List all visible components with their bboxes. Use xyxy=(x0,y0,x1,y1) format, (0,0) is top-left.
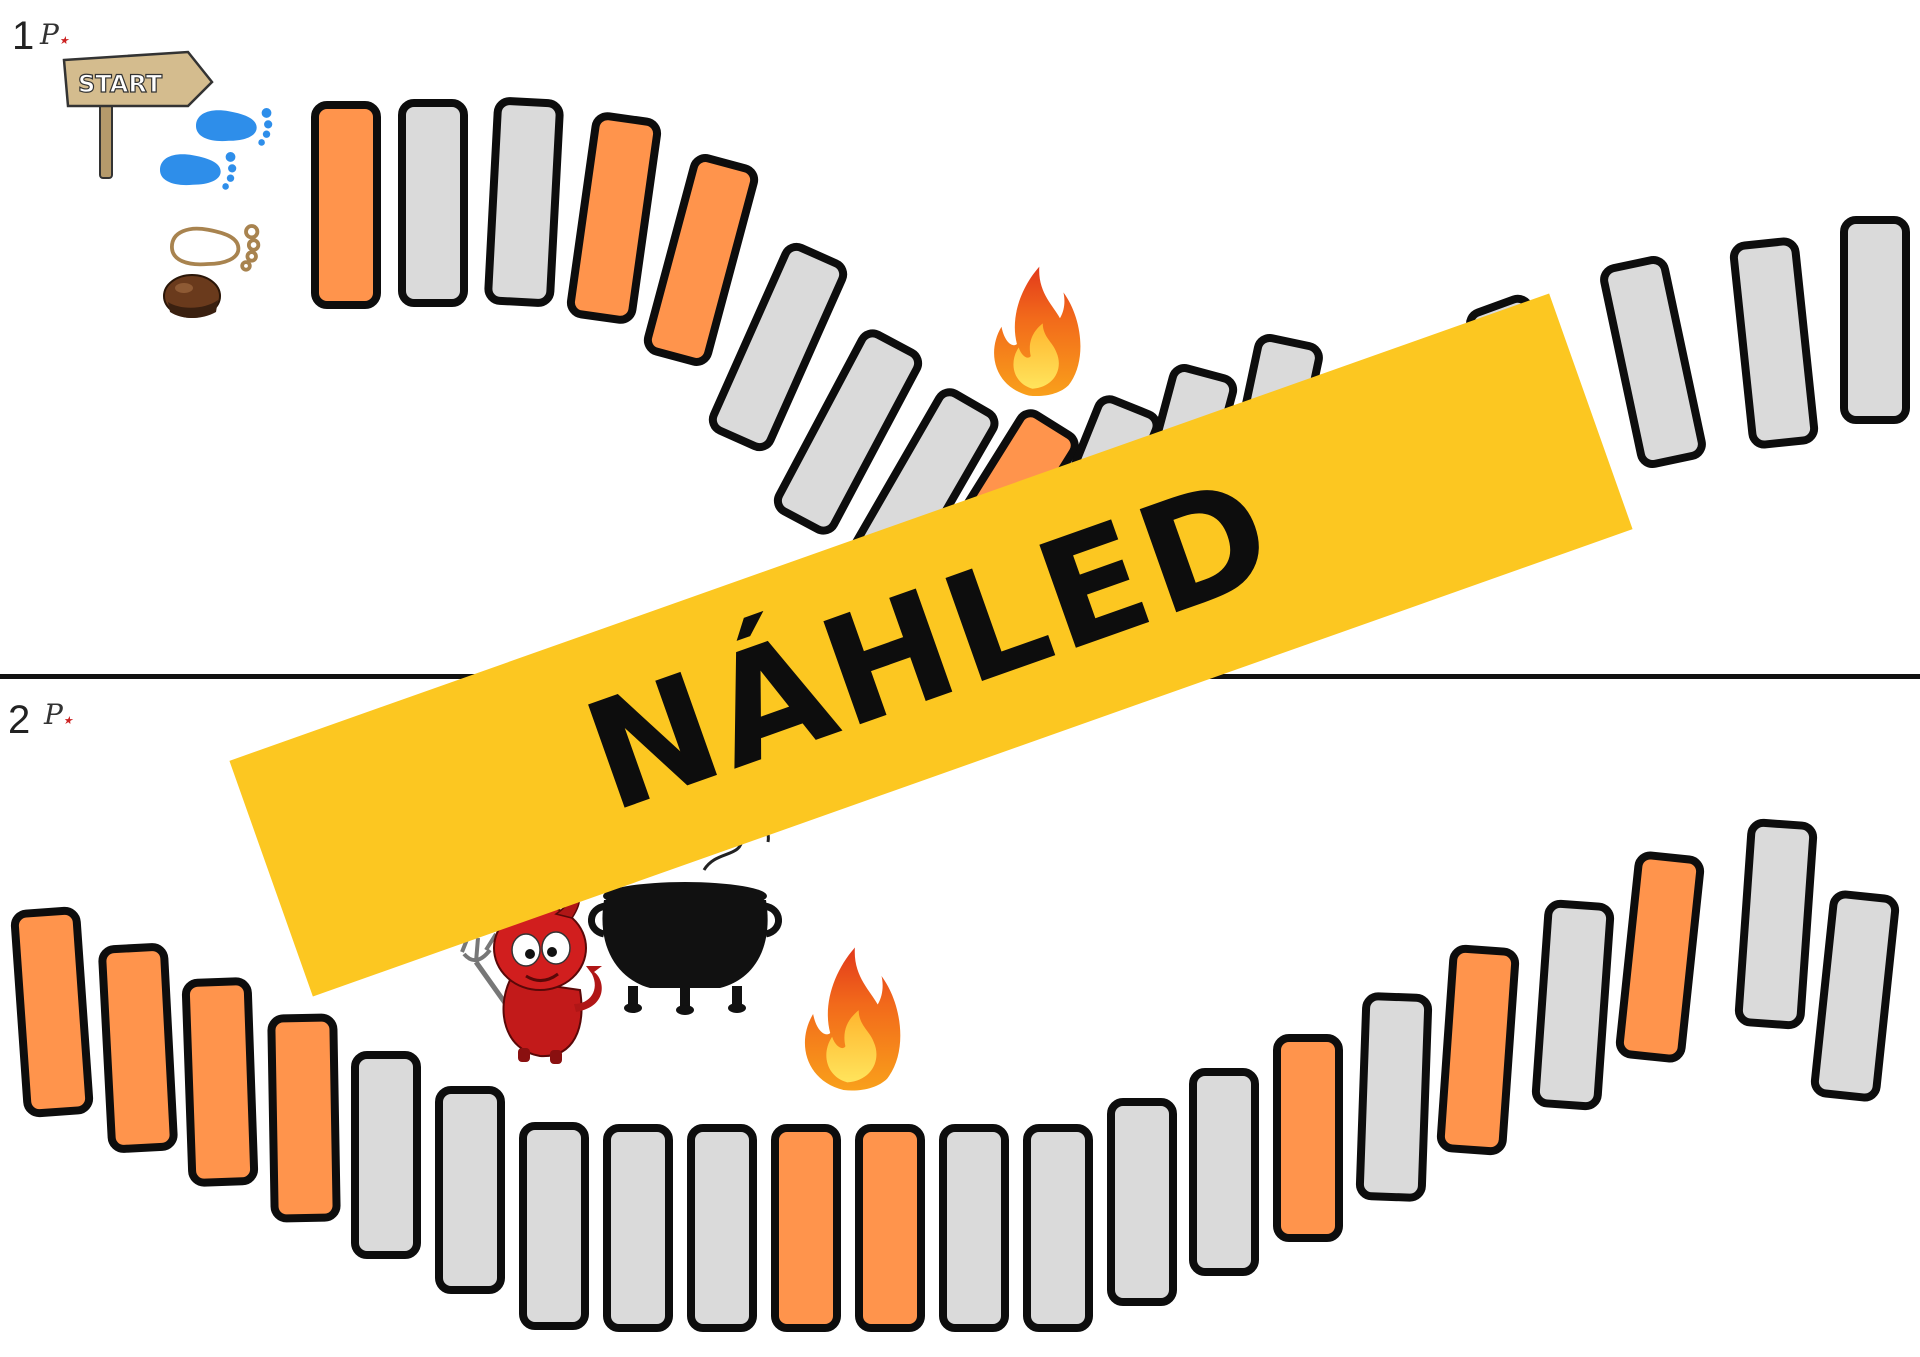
path-1-tile-6 xyxy=(708,242,848,452)
path-1-tile-4 xyxy=(566,112,662,324)
path-2-tile-6 xyxy=(435,1086,505,1294)
panel-number-1: 1 xyxy=(12,14,35,58)
path-2-tile-20 xyxy=(1615,851,1705,1063)
path-1-tile-14 xyxy=(1600,255,1706,469)
path-2-tile-13 xyxy=(1023,1124,1093,1332)
path-2-tile-15 xyxy=(1189,1068,1259,1276)
brown-footprints-icon xyxy=(169,224,261,272)
path-2-tile-12 xyxy=(939,1124,1009,1332)
path-2-tile-5 xyxy=(351,1051,421,1259)
path-2-tile-19 xyxy=(1531,899,1615,1111)
start-sign-label: START xyxy=(78,70,163,98)
path-1-tile-7 xyxy=(773,329,923,535)
path-2-tile-11 xyxy=(855,1124,925,1332)
path-2-tile-18 xyxy=(1436,944,1520,1156)
path-2-tile-3 xyxy=(181,977,259,1187)
path-1-tile-1 xyxy=(311,101,381,309)
path-2-tile-9 xyxy=(687,1124,757,1332)
path-2-tile-8 xyxy=(603,1124,673,1332)
publisher-logo: P★ xyxy=(40,18,69,51)
path-2-tile-17 xyxy=(1355,992,1433,1202)
path-1-tile-5 xyxy=(643,154,759,366)
path-2-tile-16 xyxy=(1273,1034,1343,1242)
path-1-tile-16 xyxy=(1840,216,1910,424)
path-2-tile-14 xyxy=(1107,1098,1177,1306)
path-1-tile-3 xyxy=(484,97,564,307)
devil-icon xyxy=(460,890,602,1064)
fire-icon xyxy=(804,947,901,1091)
path-2-tile-4 xyxy=(267,1013,341,1223)
fire-icon xyxy=(994,266,1081,397)
path-1-tile-15 xyxy=(1729,237,1819,449)
chestnut-icon xyxy=(163,274,221,318)
path-2-tile-2 xyxy=(98,943,178,1153)
path-2-tile-21 xyxy=(1734,818,1818,1030)
path-1-tile-2 xyxy=(398,99,468,307)
path-2-tile-22 xyxy=(1810,890,1900,1102)
blue-footprints-icon xyxy=(160,108,273,190)
start-signpost-icon: START xyxy=(62,50,214,179)
publisher-logo: P★ xyxy=(44,698,73,731)
path-2-tile-1 xyxy=(10,906,94,1118)
path-2-tile-10 xyxy=(771,1124,841,1332)
panel-number-2: 2 xyxy=(8,698,31,742)
path-2-tile-7 xyxy=(519,1122,589,1330)
board-path-2 xyxy=(10,818,1900,1332)
